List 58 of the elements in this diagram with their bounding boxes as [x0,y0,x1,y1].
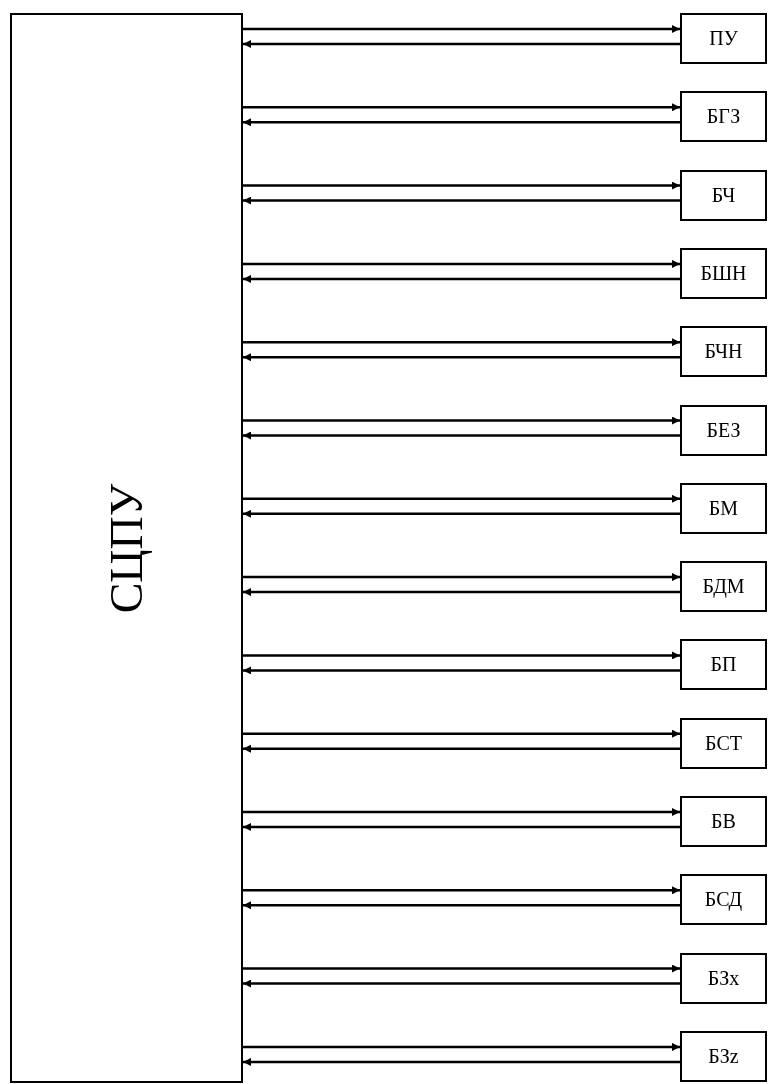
block-label: ПУ [709,27,738,50]
arrow [243,274,680,283]
module-box [680,404,767,456]
block-label: БЧ [711,183,736,207]
arrow [243,1042,680,1051]
module-box [680,91,767,143]
block-label: БМ [708,496,739,520]
arrow [243,509,680,518]
arrow [243,666,680,675]
system-block [10,13,243,1083]
module-box [680,952,767,1004]
arrow [243,431,680,440]
block-label: БЧН [704,340,743,364]
block-label: БСТ [705,731,742,755]
module-box [680,247,767,299]
arrow [243,886,680,895]
arrow [243,259,680,268]
arrow [243,744,680,753]
arrow [243,1057,680,1066]
arrow [243,181,680,190]
block-label: БГЗ [706,105,741,129]
arrow [243,118,680,127]
arrow [243,353,680,362]
arrow [243,979,680,988]
block-label: БЗz [708,1044,739,1068]
arrow [243,808,680,816]
block-label: БДМ [702,575,745,599]
arrow [243,964,680,973]
arrow [243,25,680,33]
module-box [680,1030,767,1082]
block-label: БСД [704,888,743,912]
module-box [680,482,767,534]
block-label: БП [710,653,737,677]
block-label: СЦПУ [100,483,153,613]
block-label: БЕЗ [706,418,741,442]
block-label: БВ [711,810,736,833]
arrow [243,103,680,112]
arrow [243,901,680,910]
module-box [680,169,767,221]
block-label: БШН [700,261,747,285]
module-box [680,639,767,691]
arrow [243,40,680,48]
arrow [243,651,680,660]
module-box [680,874,767,926]
arrow [243,196,680,205]
module-box [680,13,767,64]
arrow [243,416,680,425]
block-label: БЗx [707,966,740,990]
module-box [680,796,767,847]
module-box [680,326,767,378]
arrow [243,823,680,831]
arrow [243,588,680,597]
arrow [243,338,680,347]
arrow [243,729,680,738]
module-box [680,561,767,613]
arrow [243,573,680,582]
module-box [680,717,767,769]
arrow [243,494,680,503]
